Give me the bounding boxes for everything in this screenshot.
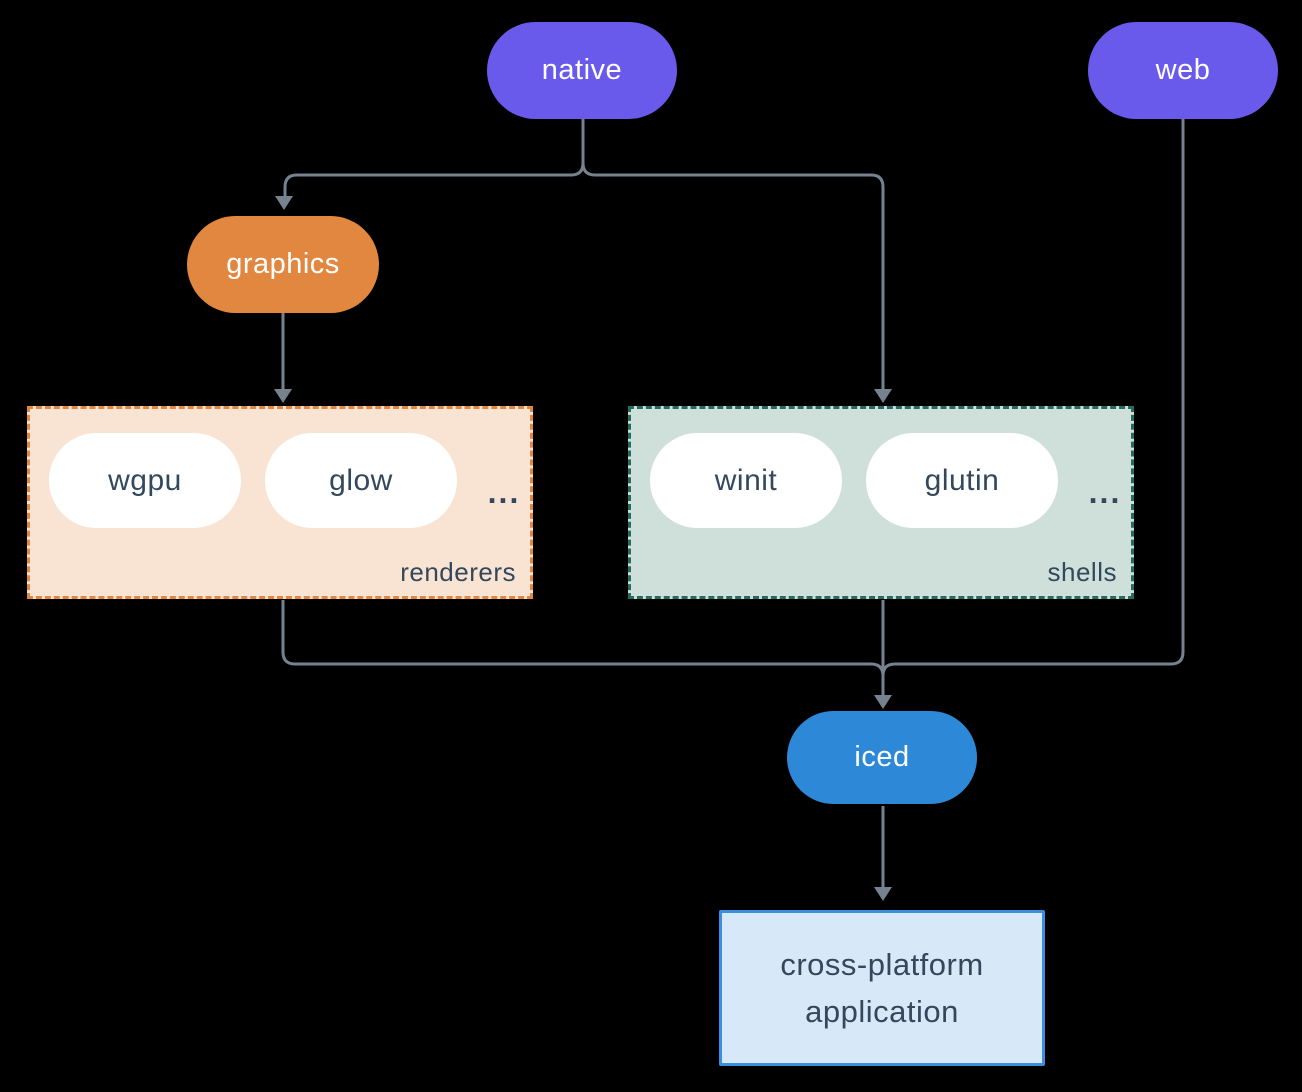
chip-wgpu: wgpu: [49, 433, 241, 528]
node-web-label: web: [1155, 54, 1211, 86]
node-web: web: [1088, 22, 1278, 119]
chip-winit-label: winit: [714, 463, 778, 497]
chip-glutin: glutin: [866, 433, 1058, 528]
arrowhead-into-renderers: [274, 389, 292, 403]
chip-glow: glow: [265, 433, 457, 528]
renderers-ellipsis: ...: [487, 474, 521, 510]
chip-glutin-label: glutin: [924, 463, 1000, 497]
node-native: native: [487, 22, 677, 119]
application-label-line1: cross-platform: [780, 947, 984, 982]
edge-native-graphics: [283, 119, 585, 196]
node-iced: iced: [787, 711, 977, 804]
node-graphics-label: graphics: [226, 248, 340, 280]
node-native-label: native: [541, 54, 623, 86]
edge-renderers-iced: [281, 600, 885, 677]
group-shells: winit glutin ... shells: [628, 406, 1134, 599]
arrowhead-into-iced: [874, 695, 892, 709]
group-shells-label: shells: [1047, 557, 1117, 587]
arrowhead-into-application: [874, 887, 892, 901]
arrowhead-into-graphics: [275, 196, 293, 210]
edge-native-shells: [581, 119, 885, 389]
group-renderers-label: renderers: [400, 557, 516, 587]
arrowhead-into-shells: [874, 389, 892, 403]
node-graphics: graphics: [187, 216, 379, 313]
shells-ellipsis: ...: [1088, 474, 1122, 510]
chip-winit: winit: [650, 433, 842, 528]
application-label-line2: application: [805, 994, 959, 1029]
node-cross-platform-application: cross-platform application: [719, 910, 1045, 1066]
node-iced-label: iced: [854, 741, 910, 773]
chip-wgpu-label: wgpu: [108, 463, 182, 497]
group-renderers: wgpu glow ... renderers: [27, 406, 533, 599]
chip-glow-label: glow: [329, 463, 393, 497]
